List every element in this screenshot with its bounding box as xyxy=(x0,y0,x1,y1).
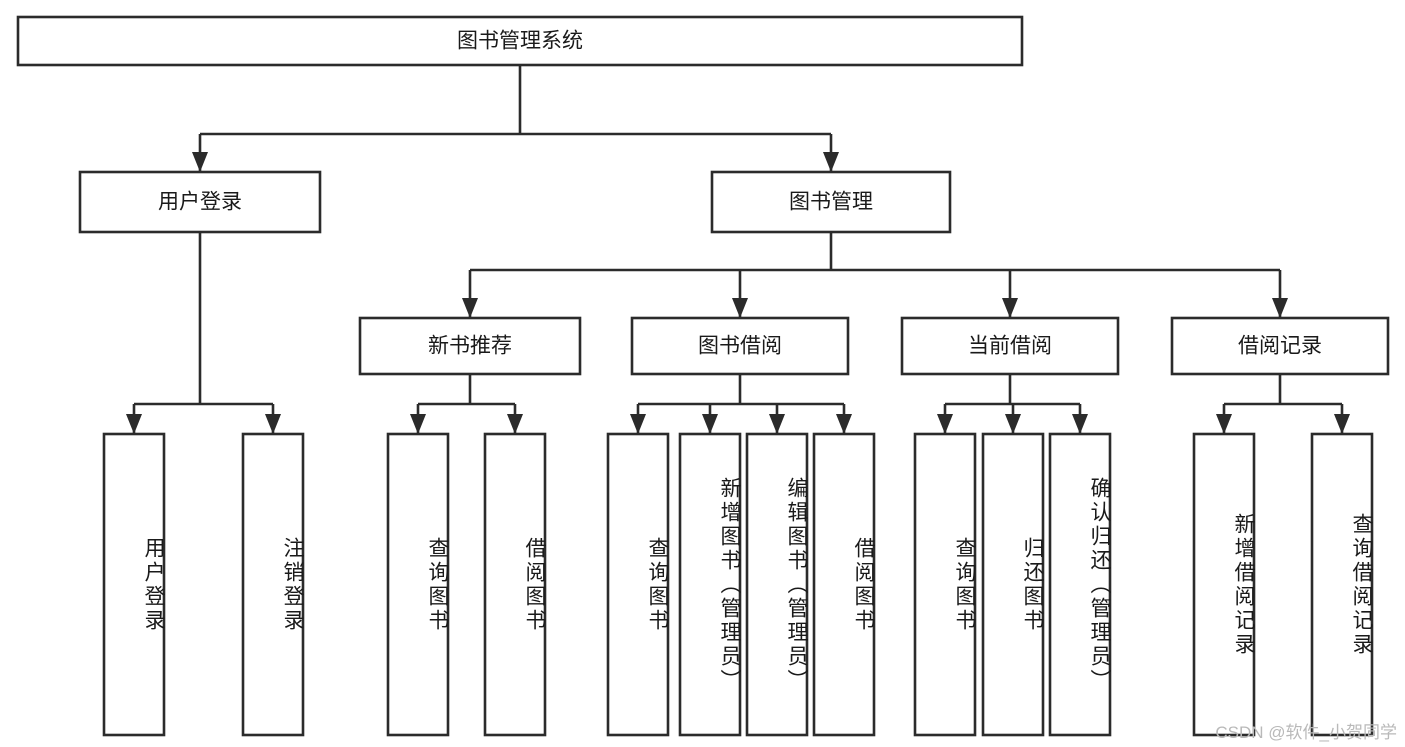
connector-layer xyxy=(126,65,1350,434)
node-box-borrow-record[interactable] xyxy=(1170,316,1390,376)
node-box-leaf-edit-book[interactable] xyxy=(745,432,809,737)
arrow-head-icon xyxy=(462,298,478,318)
node-box-leaf-user-login[interactable] xyxy=(102,432,166,737)
arrow-head-icon xyxy=(265,414,281,434)
arrow-head-icon xyxy=(1272,298,1288,318)
node-box-root[interactable] xyxy=(16,15,1024,67)
node-label-new-book-recommend: 新书推荐 xyxy=(428,335,512,358)
node-box-leaf-add-book[interactable] xyxy=(678,432,742,737)
arrow-head-icon xyxy=(1216,414,1232,434)
arrow-head-icon xyxy=(630,414,646,434)
node-box-leaf-query-book-2[interactable] xyxy=(606,432,670,737)
node-box-book-borrow[interactable] xyxy=(630,316,850,376)
node-box-leaf-borrow-book-1[interactable] xyxy=(483,432,547,737)
node-box-leaf-return-book[interactable] xyxy=(981,432,1045,737)
csdn-watermark: CSDN @软件_小贺同学 xyxy=(1215,723,1397,742)
node-box-leaf-add-record[interactable] xyxy=(1192,432,1256,737)
node-box-leaf-query-book-3[interactable] xyxy=(913,432,977,737)
node-label-current-borrow: 当前借阅 xyxy=(968,335,1052,358)
node-label-book-manage: 图书管理 xyxy=(789,191,873,214)
arrow-head-icon xyxy=(702,414,718,434)
box-layer xyxy=(16,15,1390,737)
node-box-leaf-confirm-return[interactable] xyxy=(1048,432,1112,737)
node-label-user-login: 用户登录 xyxy=(158,191,242,214)
node-box-leaf-query-book-1[interactable] xyxy=(386,432,450,737)
node-box-book-manage[interactable] xyxy=(710,170,952,234)
arrow-head-icon xyxy=(410,414,426,434)
node-label-borrow-record: 借阅记录 xyxy=(1238,335,1322,358)
node-box-leaf-logout[interactable] xyxy=(241,432,305,737)
node-box-leaf-borrow-book-2[interactable] xyxy=(812,432,876,737)
node-box-user-login[interactable] xyxy=(78,170,322,234)
arrow-head-icon xyxy=(507,414,523,434)
arrow-head-icon xyxy=(1334,414,1350,434)
arrow-head-icon xyxy=(1002,298,1018,318)
node-box-leaf-query-record[interactable] xyxy=(1310,432,1374,737)
arrow-head-icon xyxy=(126,414,142,434)
arrow-head-icon xyxy=(1005,414,1021,434)
arrow-head-icon xyxy=(192,152,208,172)
arrow-head-icon xyxy=(769,414,785,434)
arrow-head-icon xyxy=(836,414,852,434)
arrow-head-icon xyxy=(937,414,953,434)
arrow-head-icon xyxy=(1072,414,1088,434)
node-box-new-book-recommend[interactable] xyxy=(358,316,582,376)
arrow-head-icon xyxy=(732,298,748,318)
node-label-book-borrow: 图书借阅 xyxy=(698,335,782,358)
arrow-head-icon xyxy=(823,152,839,172)
node-label-root: 图书管理系统 xyxy=(457,30,583,53)
node-box-current-borrow[interactable] xyxy=(900,316,1120,376)
